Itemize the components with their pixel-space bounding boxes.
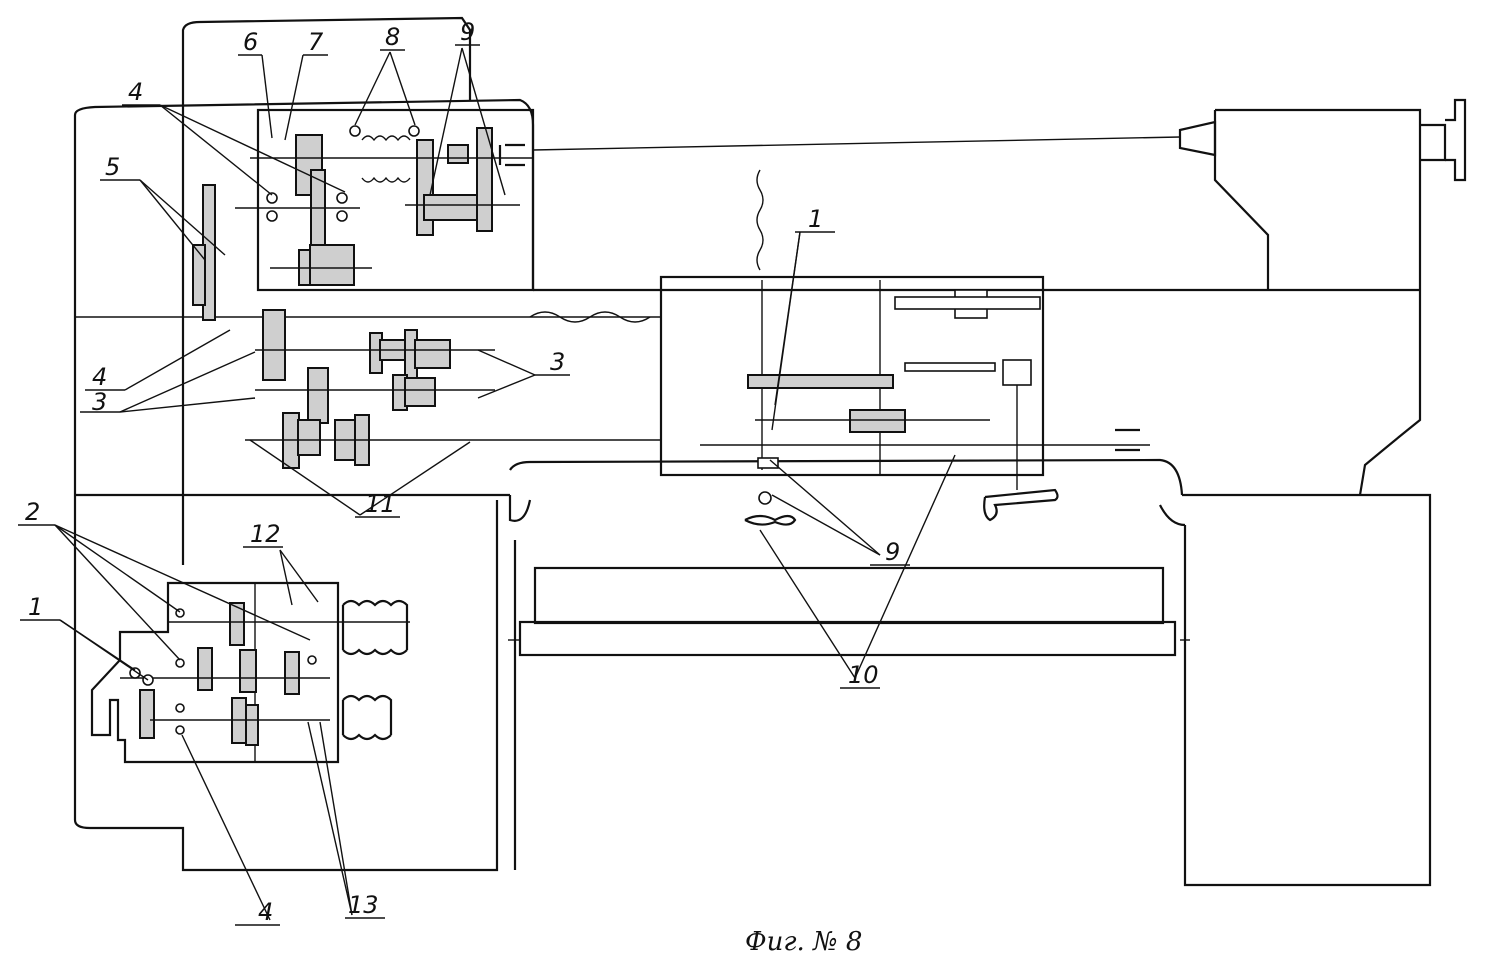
callout-4-bottom: 4 — [258, 898, 273, 926]
callout-3-right: 3 — [550, 348, 565, 376]
callout-labels: 6 7 8 9 4 5 4 3 3 11 1 9 10 12 2 1 4 13 — [25, 18, 900, 926]
callout-8: 8 — [385, 23, 400, 51]
tailstock — [532, 98, 1467, 496]
lathe-bed — [508, 288, 1432, 887]
callout-3-left: 3 — [92, 388, 107, 416]
callout-5: 5 — [105, 153, 120, 181]
apron — [659, 169, 1150, 526]
spindle-gear-train — [192, 125, 533, 321]
figure-caption: Фиг. № 8 — [745, 927, 862, 957]
callout-1-quadrant: 1 — [28, 593, 43, 621]
callout-4-top: 4 — [128, 78, 143, 106]
callout-4-mid: 4 — [92, 363, 107, 391]
callout-13: 13 — [348, 891, 379, 919]
gear-quadrant — [90, 581, 410, 764]
callout-7: 7 — [308, 28, 324, 56]
leader-lines — [18, 44, 956, 926]
callout-6: 6 — [243, 28, 258, 56]
callout-1-apron: 1 — [808, 205, 823, 233]
callout-12: 12 — [250, 520, 281, 548]
callout-9-apron: 9 — [885, 538, 900, 566]
headstock-housing — [73, 16, 660, 872]
callout-9-top: 9 — [460, 18, 475, 46]
callout-10: 10 — [848, 661, 879, 689]
feed-gearbox-train — [245, 309, 660, 469]
callout-2: 2 — [25, 498, 40, 526]
callout-11: 11 — [365, 490, 396, 518]
